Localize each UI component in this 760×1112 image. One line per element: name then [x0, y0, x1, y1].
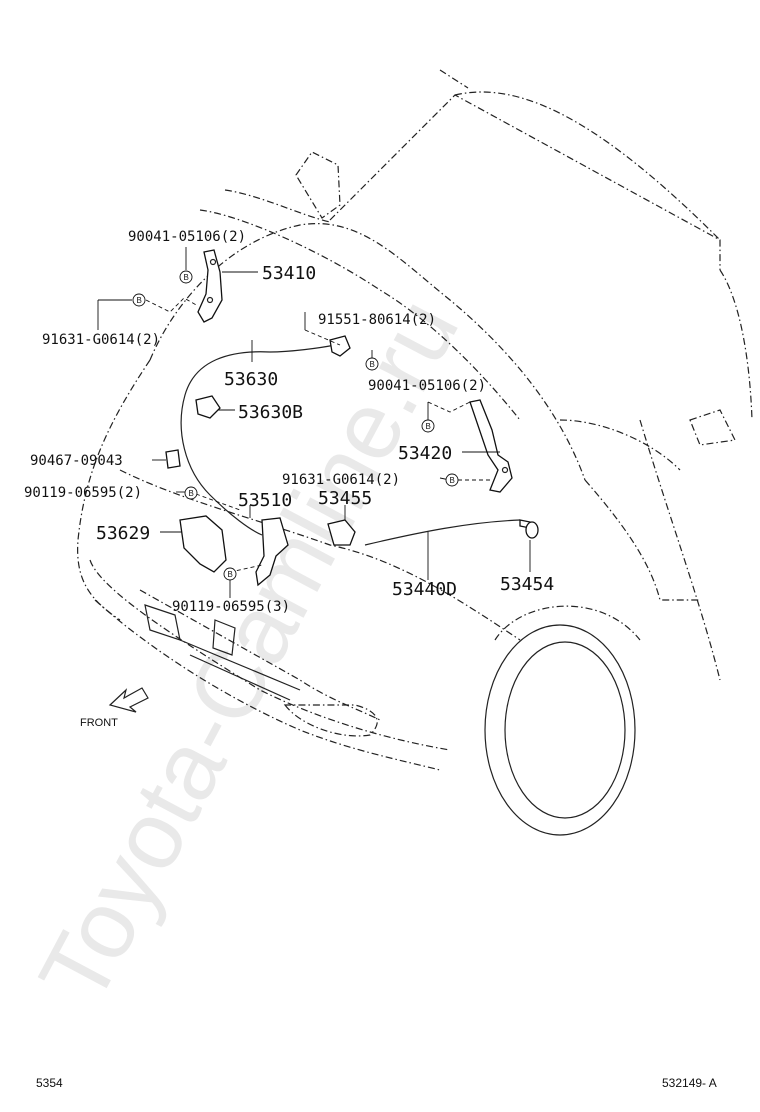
part-label-53440d[interactable]: 53440D [392, 579, 457, 600]
part-label-53420[interactable]: 53420 [398, 443, 452, 464]
svg-text:B: B [137, 296, 142, 305]
front-wheel [484, 605, 641, 836]
leader-lines [97, 247, 531, 598]
front-label: FRONT [80, 717, 118, 729]
front-arrow-icon [108, 687, 149, 713]
cable-clamp [195, 395, 221, 419]
hood-cushion [165, 449, 181, 469]
part-label-90041-05106-a[interactable]: 90041-05106(2) [128, 229, 246, 245]
page-code: 5354 [36, 1076, 63, 1090]
bolt-marker: B [445, 473, 459, 487]
bumper-outline [89, 559, 451, 751]
part-label-90467-09043[interactable]: 90467-09043 [30, 453, 123, 469]
part-label-53630[interactable]: 53630 [224, 369, 278, 390]
part-label-53410[interactable]: 53410 [262, 263, 316, 284]
rod-holder [327, 519, 356, 546]
bolt-marker: B [365, 357, 379, 371]
bolt-marker: B [132, 293, 146, 307]
hood-lock [255, 517, 289, 587]
part-label-90041-05106-b[interactable]: 90041-05106(2) [368, 378, 486, 394]
svg-text:B: B [426, 422, 431, 431]
part-label-91631-g0614-a[interactable]: 91631-G0614(2) [42, 332, 160, 348]
svg-text:B: B [450, 476, 455, 485]
part-label-53454[interactable]: 53454 [500, 574, 554, 595]
part-label-90119-06595-a[interactable]: 90119-06595(2) [24, 485, 142, 501]
svg-text:B: B [370, 360, 375, 369]
hood-hinge-right [469, 399, 513, 493]
svg-text:B: B [184, 273, 189, 282]
part-label-53629[interactable]: 53629 [96, 523, 150, 544]
bolt-markers: B B B B B B B [132, 270, 459, 581]
bolt-marker: B [421, 419, 435, 433]
grille-area [144, 604, 301, 701]
side-mirror-outline [295, 151, 341, 219]
hood-support-rod [364, 519, 531, 546]
part-label-53510[interactable]: 53510 [238, 490, 292, 511]
bolt-marker: B [179, 270, 193, 284]
part-labels: 90041-05106(2) 53410 91631-G0614(2) 9155… [24, 229, 554, 615]
part-label-53630b[interactable]: 53630B [238, 402, 303, 423]
lock-cover [179, 515, 227, 573]
bolt-marker: B [223, 567, 237, 581]
grommet [525, 521, 539, 539]
hood-hinge-left [197, 249, 223, 323]
part-label-90119-06595-b[interactable]: 90119-06595(3) [172, 599, 290, 615]
windshield-outline [329, 94, 721, 270]
part-label-91551-80614[interactable]: 91551-80614(2) [318, 312, 436, 328]
bolt-marker: B [184, 486, 198, 500]
part-label-53455[interactable]: 53455 [318, 488, 372, 509]
front-direction-indicator: FRONT [80, 687, 149, 729]
svg-text:B: B [228, 570, 233, 579]
svg-text:B: B [189, 489, 194, 498]
hood-release-cable [180, 335, 351, 536]
diagram-code: 532149- A [662, 1076, 717, 1090]
part-label-91631-g0614-b[interactable]: 91631-G0614(2) [282, 472, 400, 488]
